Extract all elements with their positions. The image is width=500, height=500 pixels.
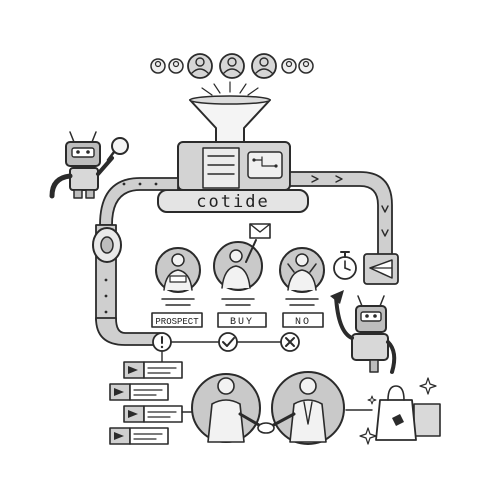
check-icon [218,332,238,352]
user-avatar-icon [219,53,245,79]
circuit-chip-icon [247,151,283,179]
stopwatch-icon [333,251,357,280]
email-item [123,361,183,379]
user-avatar-icon [251,53,277,79]
user-avatar-icon [187,53,213,79]
user-avatar-icon [298,58,314,74]
funnel-icon [189,81,271,143]
conveyor-belt-icon [92,171,393,346]
stage-no-avatar [279,247,325,293]
svg-text:PROSPECT: PROSPECT [155,317,199,327]
user-avatar-icon [281,58,297,74]
email-list [109,361,197,445]
stage-label-buy: BUY [217,312,267,328]
brand-name: cotide [196,192,269,212]
handshake-icon [191,371,345,445]
exclamation-icon [152,332,172,352]
stage-buy-avatar [213,239,263,291]
user-avatar-icon [168,58,184,74]
shopping-bag-icon [375,385,441,441]
x-icon [280,332,300,352]
stage-prospect-avatar [155,247,201,293]
robot-icon [49,131,114,199]
svg-text:BUY: BUY [230,317,254,328]
brand-plate [157,189,309,213]
envelope-icon [249,223,271,239]
email-item [109,383,169,401]
svg-text:NO: NO [295,317,311,328]
user-avatar-icon [150,58,166,74]
robot-icon [330,290,397,374]
processing-machine: cotide [157,141,309,213]
paper-plane-icon [363,253,399,285]
sparkle-icon [359,377,437,445]
email-item [123,405,183,423]
user-avatars-row [150,53,314,79]
email-item [109,427,169,445]
stage-label-prospect: PROSPECT [151,312,203,328]
magnifier-icon [106,137,129,162]
status-row [152,332,300,366]
stage-label-no: NO [282,312,324,328]
stage-underlines [161,298,319,306]
